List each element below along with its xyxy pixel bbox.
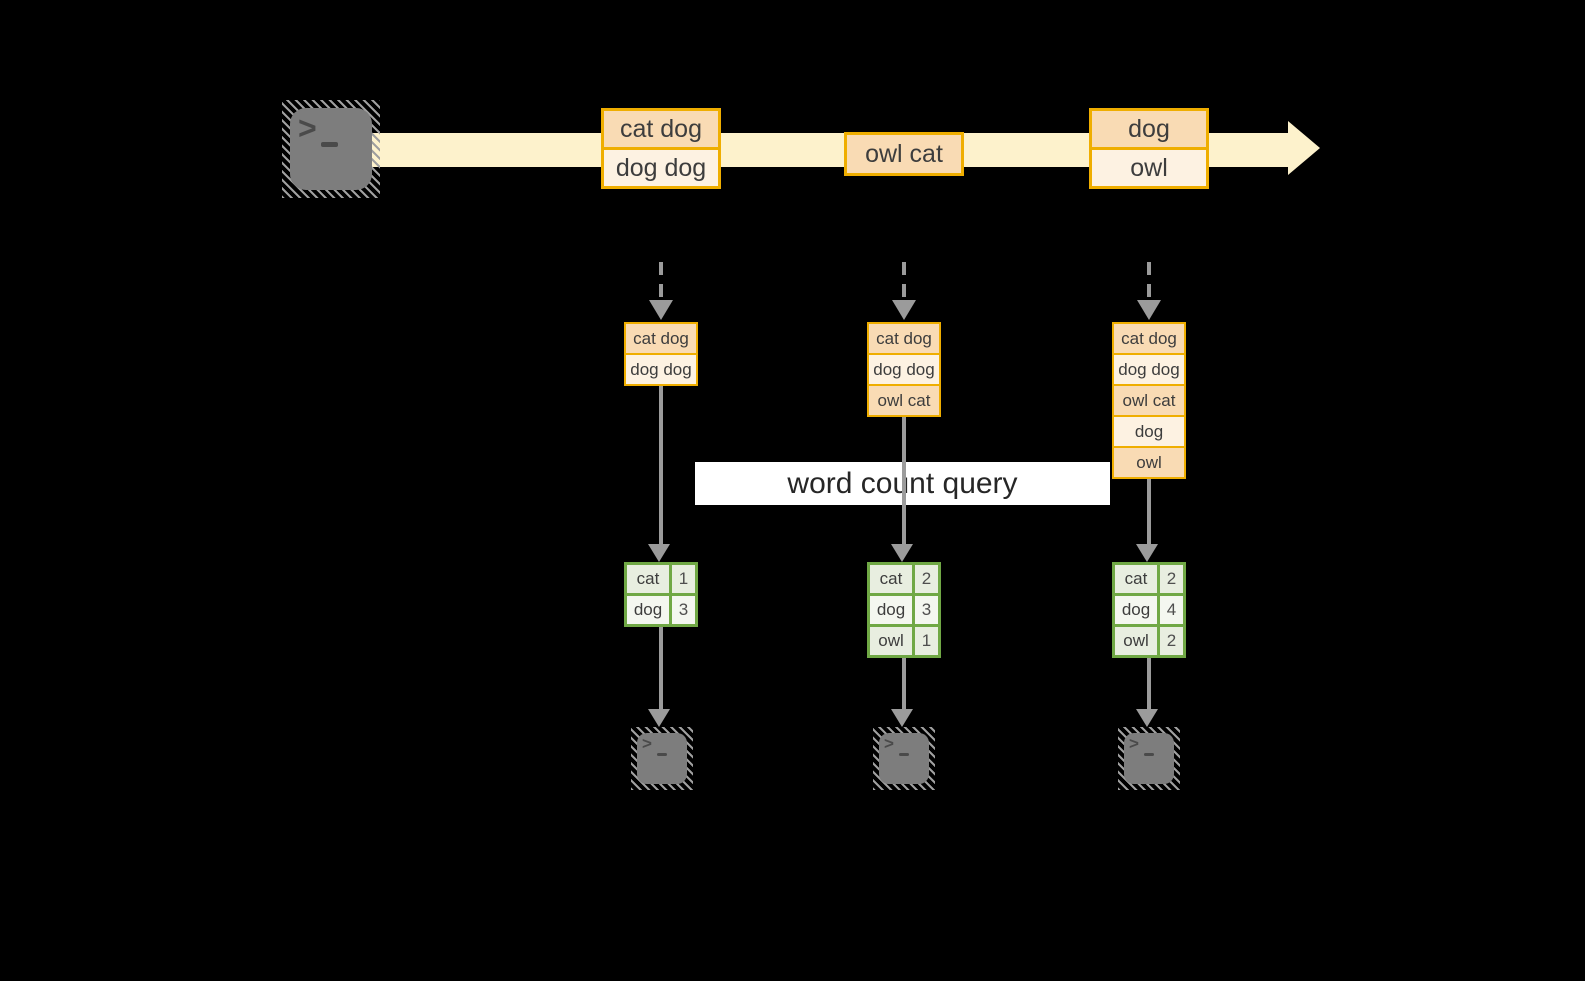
count-value: 2 (1160, 627, 1183, 655)
buffer-row: owl cat (1114, 386, 1184, 415)
buffer-row: dog dog (1114, 355, 1184, 384)
count-word: dog (1115, 596, 1157, 624)
terminal-screen: > (637, 733, 687, 784)
terminal-prompt-icon: > (884, 734, 894, 753)
terminal-screen: > (1124, 733, 1174, 784)
count-value: 2 (915, 565, 938, 593)
terminal-cursor-icon (899, 753, 909, 756)
terminal-screen: > (879, 733, 929, 784)
sink-terminal-icon-2: > (873, 727, 935, 790)
table-row: dog 4 (1115, 596, 1183, 624)
table-row: cat 2 (870, 565, 938, 593)
event-text: dog dog (604, 150, 718, 186)
window-buffer-2: cat dog dog dog owl cat (867, 322, 941, 417)
arrowhead-icon (891, 709, 913, 727)
terminal-cursor-icon (657, 753, 667, 756)
dashed-arrow-2 (902, 262, 906, 300)
dashed-arrow-1 (659, 262, 663, 300)
buffer-row: dog dog (869, 355, 939, 384)
buffer-row: cat dog (626, 324, 696, 353)
event-text: owl (1092, 150, 1206, 186)
count-table-1: cat 1 dog 3 (624, 562, 698, 627)
buffer-row: owl (1114, 448, 1184, 477)
terminal-prompt-icon: > (298, 110, 317, 146)
table-row: cat 1 (627, 565, 695, 593)
count-word: cat (870, 565, 912, 593)
sink-terminal-icon-1: > (631, 727, 693, 790)
count-word: owl (870, 627, 912, 655)
arrowhead-icon (891, 544, 913, 562)
buffer-row: cat dog (1114, 324, 1184, 353)
terminal-prompt-icon: > (1129, 734, 1139, 753)
flow-arrow-1 (659, 386, 663, 544)
count-word: cat (627, 565, 669, 593)
dashed-arrowhead-icon (649, 300, 673, 320)
sink-arrow-3 (1147, 658, 1151, 709)
dashed-arrowhead-icon (1137, 300, 1161, 320)
count-table-2: cat 2 dog 3 owl 1 (867, 562, 941, 658)
terminal-prompt-icon: > (642, 734, 652, 753)
window-buffer-1: cat dog dog dog (624, 322, 698, 386)
event-text: owl cat (847, 135, 961, 173)
count-value: 4 (1160, 596, 1183, 624)
stream-event-2: owl cat (844, 132, 964, 176)
buffer-row: cat dog (869, 324, 939, 353)
table-row: owl 2 (1115, 627, 1183, 655)
stream-event-1: cat dog dog dog (601, 108, 721, 189)
arrowhead-icon (1136, 709, 1158, 727)
count-word: owl (1115, 627, 1157, 655)
count-word: dog (870, 596, 912, 624)
flow-arrow-3 (1147, 479, 1151, 544)
table-row: dog 3 (627, 596, 695, 624)
table-row: dog 3 (870, 596, 938, 624)
count-value: 1 (672, 565, 695, 593)
sink-terminal-icon-3: > (1118, 727, 1180, 790)
dashed-arrowhead-icon (892, 300, 916, 320)
count-table-3: cat 2 dog 4 owl 2 (1112, 562, 1186, 658)
count-word: dog (627, 596, 669, 624)
stream-arrowhead-icon (1288, 121, 1320, 175)
event-text: dog (1092, 111, 1206, 147)
terminal-cursor-icon (321, 142, 338, 147)
count-value: 3 (672, 596, 695, 624)
terminal-screen: > (290, 108, 372, 190)
arrowhead-icon (648, 709, 670, 727)
table-row: cat 2 (1115, 565, 1183, 593)
flow-arrow-2 (902, 417, 906, 544)
stream-event-3: dog owl (1089, 108, 1209, 189)
count-value: 3 (915, 596, 938, 624)
arrowhead-icon (1136, 544, 1158, 562)
count-value: 2 (1160, 565, 1183, 593)
buffer-row: dog (1114, 417, 1184, 446)
arrowhead-icon (648, 544, 670, 562)
sink-arrow-2 (902, 658, 906, 709)
buffer-row: owl cat (869, 386, 939, 415)
dashed-arrow-3 (1147, 262, 1151, 300)
count-value: 1 (915, 627, 938, 655)
buffer-row: dog dog (626, 355, 696, 384)
window-buffer-3: cat dog dog dog owl cat dog owl (1112, 322, 1186, 479)
source-terminal-icon: > (282, 100, 380, 198)
terminal-cursor-icon (1144, 753, 1154, 756)
sink-arrow-1 (659, 627, 663, 709)
table-row: owl 1 (870, 627, 938, 655)
event-text: cat dog (604, 111, 718, 147)
count-word: cat (1115, 565, 1157, 593)
